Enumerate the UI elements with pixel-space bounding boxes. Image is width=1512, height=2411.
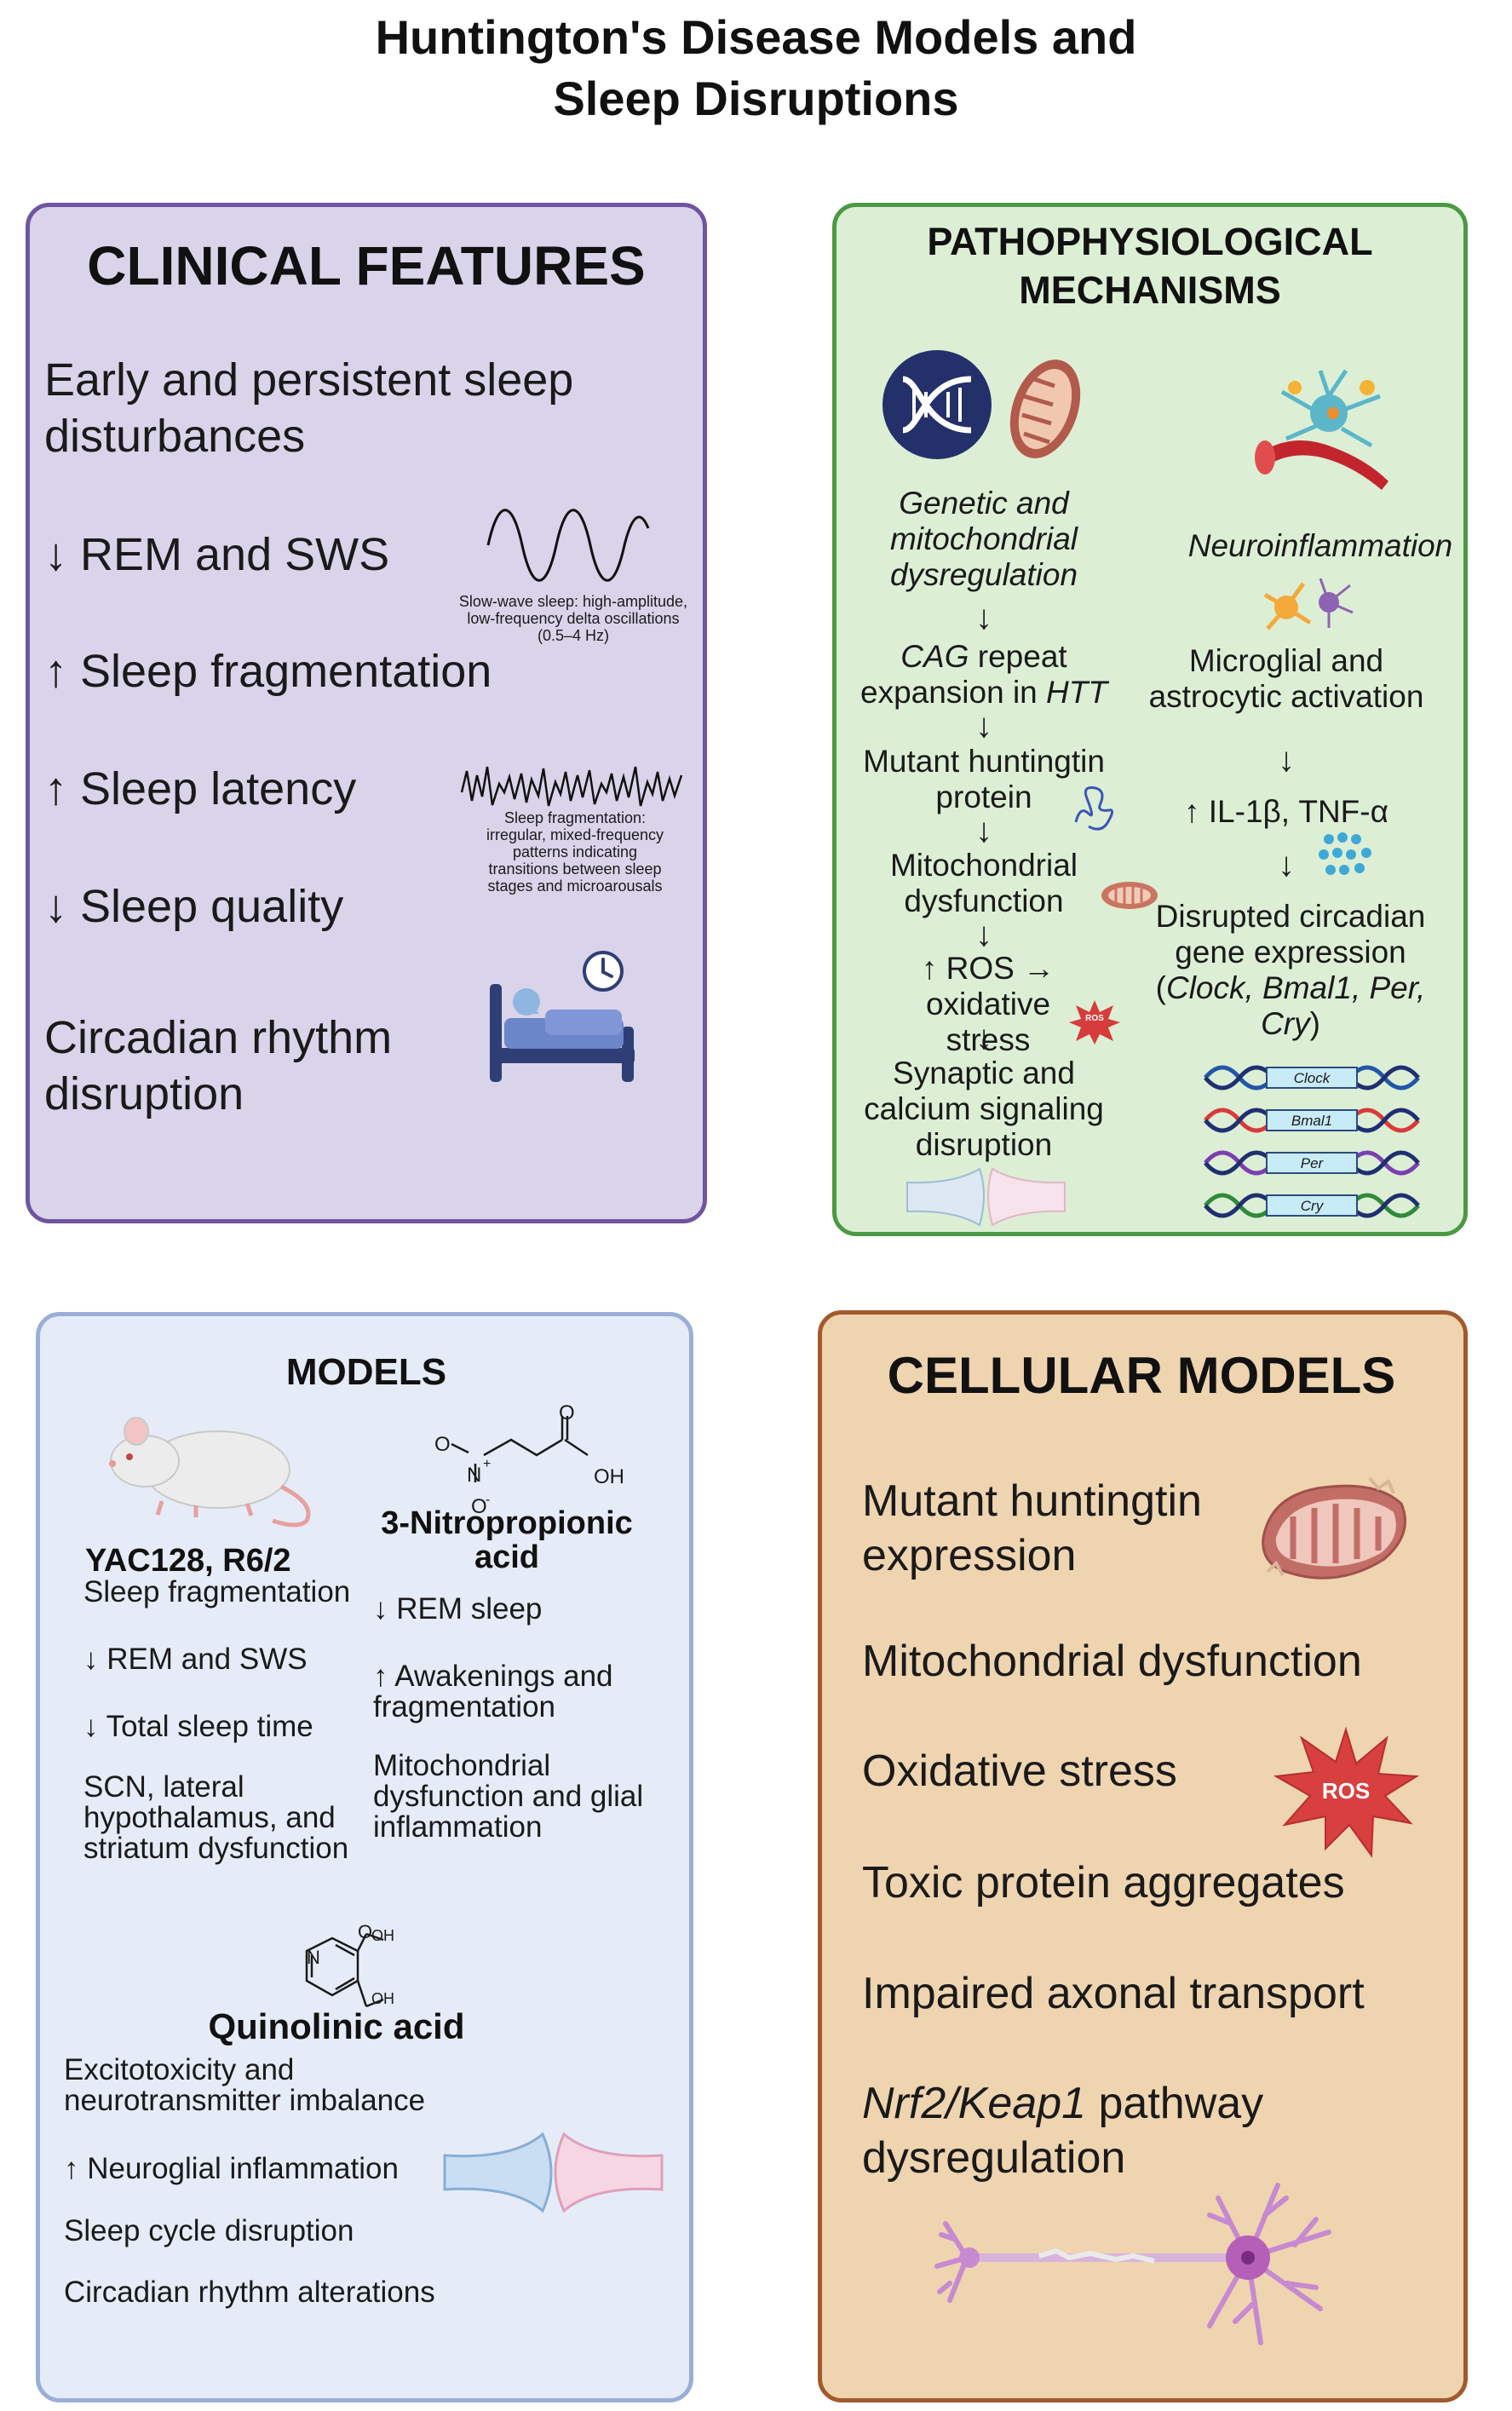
clinical-item-sleep-disturbances: Early and persistent sleep disturbances [44,354,574,462]
clinical-item-quality: ↓ Sleep quality [44,881,344,932]
cellular-item-oxidative: Oxidative stress [862,1746,1177,1796]
fragmentation-caption: Sleep fragmentation: irregular, mixed-fr… [486,809,664,895]
chem-label-o-bottom: O [471,1495,487,1518]
models-heading: MODELS [285,1351,447,1393]
mitochondrion-icon [1009,360,1081,458]
gene-strip-cry [1204,1193,1420,1218]
neuroinflammation-icon [1255,369,1388,490]
mouse-icon [109,1417,311,1528]
gene-label-bmal1: Bmal1 [1291,1113,1333,1129]
chem-label-minus: - [486,1493,491,1507]
clinical-item-circadian: Circadian rhythm disruption [44,1012,393,1119]
patho-left-arrow-3: ↓ [975,812,992,849]
quin-item-neuroglial: ↑ Neuroglial inflammation [64,2152,399,2185]
gene-strip-clock [1204,1065,1420,1090]
npa-title: 3-Nitropropionic acid [381,1505,633,1575]
figure-title: Huntington's Disease Models and Sleep Di… [0,7,1512,129]
npa-item-mito-glial: Mitochondrial dysfunction and glial infl… [373,1749,644,1844]
ros-burst-icon [1069,1000,1120,1044]
clinical-item-fragmentation: ↑ Sleep fragmentation [44,646,492,697]
ros-step: ↑ ROS → oxidative stress [921,951,1055,1057]
yac-item-scn: SCN, lateral hypothalamus, and striatum … [83,1770,349,1865]
neuron-icon [934,2183,1331,2345]
gene-strip-per [1204,1150,1420,1176]
quin-chem-oh-top: OH [371,1927,394,1944]
title-line-2: Sleep Disruptions [553,72,959,125]
quin-item-sleep-cycle: Sleep cycle disruption [64,2214,354,2247]
patho-left-arrow-4: ↓ [975,916,992,953]
title-line-1: Huntington's Disease Models and [375,10,1137,64]
cag-expansion-step: CAG repeat expansion in HTT [860,639,1107,710]
quin-chem-oh-bottom: OH [371,1990,394,2007]
slow-wave-trace [486,509,650,582]
gene-label-cry: Cry [1300,1198,1324,1214]
models-synapse-icon [443,2132,664,2213]
synaptic-step: Synaptic and calcium signaling disruptio… [864,1056,1104,1162]
glial-cells-icon [1263,578,1354,630]
cellular-item-axonal: Impaired axonal transport [862,1969,1365,2018]
mito-dysfunction-step: Mitochondrial dysfunction [889,848,1078,918]
yac-item-total-sleep: ↓ Total sleep time [83,1710,313,1743]
dna-icon [882,350,992,459]
patho-heading: PATHOPHYSIOLOGICAL MECHANISMS [927,220,1373,312]
circadian-gene-step: Disrupted circadian gene expression (Clo… [1155,899,1426,1041]
quin-chem-n: N [307,1947,320,1968]
gene-label-per: Per [1300,1155,1324,1171]
clinical-heading: CLINICAL FEATURES [87,235,646,296]
yac-title: YAC128, R6/2 [85,1543,291,1579]
quin-item-excitotoxicity: Excitotoxicity and neurotransmitter imba… [64,2053,426,2117]
damaged-mitochondrion-icon [1262,1476,1406,1580]
chem-label-plus: + [483,1457,492,1471]
cellular-item-mito: Mitochondrial dysfunction [862,1637,1362,1686]
synapse-icon [906,1167,1066,1227]
yac-item-rem-sws: ↓ REM and SWS [83,1643,308,1676]
cellular-item-mutant-htt: Mutant huntingtin expression [862,1476,1202,1580]
models-panel [36,1312,693,2402]
mutant-htt-step: Mutant huntingtin protein [863,744,1105,814]
glial-activation-step: Microglial and astrocytic activation [1148,643,1424,714]
quin-title: Quinolinic acid [208,2006,465,2046]
nitropropionic-acid-structure [451,1416,589,1482]
quinolinic-acid-structure [305,1932,384,2008]
patho-right-arrow-2: ↓ [1278,846,1295,883]
patho-left-arrow-5: ↓ [975,1019,992,1056]
patho-right-arrow-1: ↓ [1278,741,1295,779]
genetic-mito-title: Genetic and mitochondrial dysregulation [889,486,1078,592]
sws-caption: Slow-wave sleep: high-amplitude, low-fre… [458,593,688,644]
ros-starburst-icon [1273,1726,1420,1858]
small-mitochondrion-icon [1101,882,1158,909]
protein-squiggle-icon [1074,786,1113,831]
circadian-gene-strips [1204,1065,1420,1218]
gene-strip-bmal1 [1204,1108,1420,1133]
quin-item-circadian: Circadian rhythm alterations [64,2276,435,2309]
clinical-item-rem-sws: ↓ REM and SWS [44,529,390,580]
ros-burst-label: ROS [1085,1014,1104,1023]
chem-label-n: N [467,1464,482,1487]
bed-clock-icon [490,951,635,1082]
patho-left-arrow-1: ↓ [975,599,992,636]
cellular-item-nrf2: Nrf2/Keap1 pathway dysregulation [862,2079,1264,2183]
quin-chem-o-top: O [358,1921,373,1942]
chem-label-o-top: O [559,1401,575,1424]
neuroinflammation-title: Neuroinflammation [1187,528,1453,563]
chem-label-o-left: O [434,1433,451,1456]
patho-left-arrow-2: ↓ [975,707,992,745]
npa-item-rem: ↓ REM sleep [373,1592,543,1626]
cytokine-dots-icon [1319,832,1371,875]
clinical-item-latency: ↑ Sleep latency [44,763,357,814]
cytokines-step: ↑ IL-1β, TNF-α [1183,794,1388,829]
fragmentation-wave-trace [460,766,683,807]
cellular-item-aggregates: Toxic protein aggregates [862,1858,1345,1908]
chem-label-oh: OH [594,1465,624,1488]
gene-label-clock: Clock [1293,1070,1331,1086]
yac-item-fragmentation: Sleep fragmentation [83,1575,351,1608]
cellular-heading: CELLULAR MODELS [887,1347,1396,1404]
ros-starburst-label: ROS [1321,1778,1371,1804]
npa-item-awakenings: ↑ Awakenings and fragmentation [373,1660,613,1723]
